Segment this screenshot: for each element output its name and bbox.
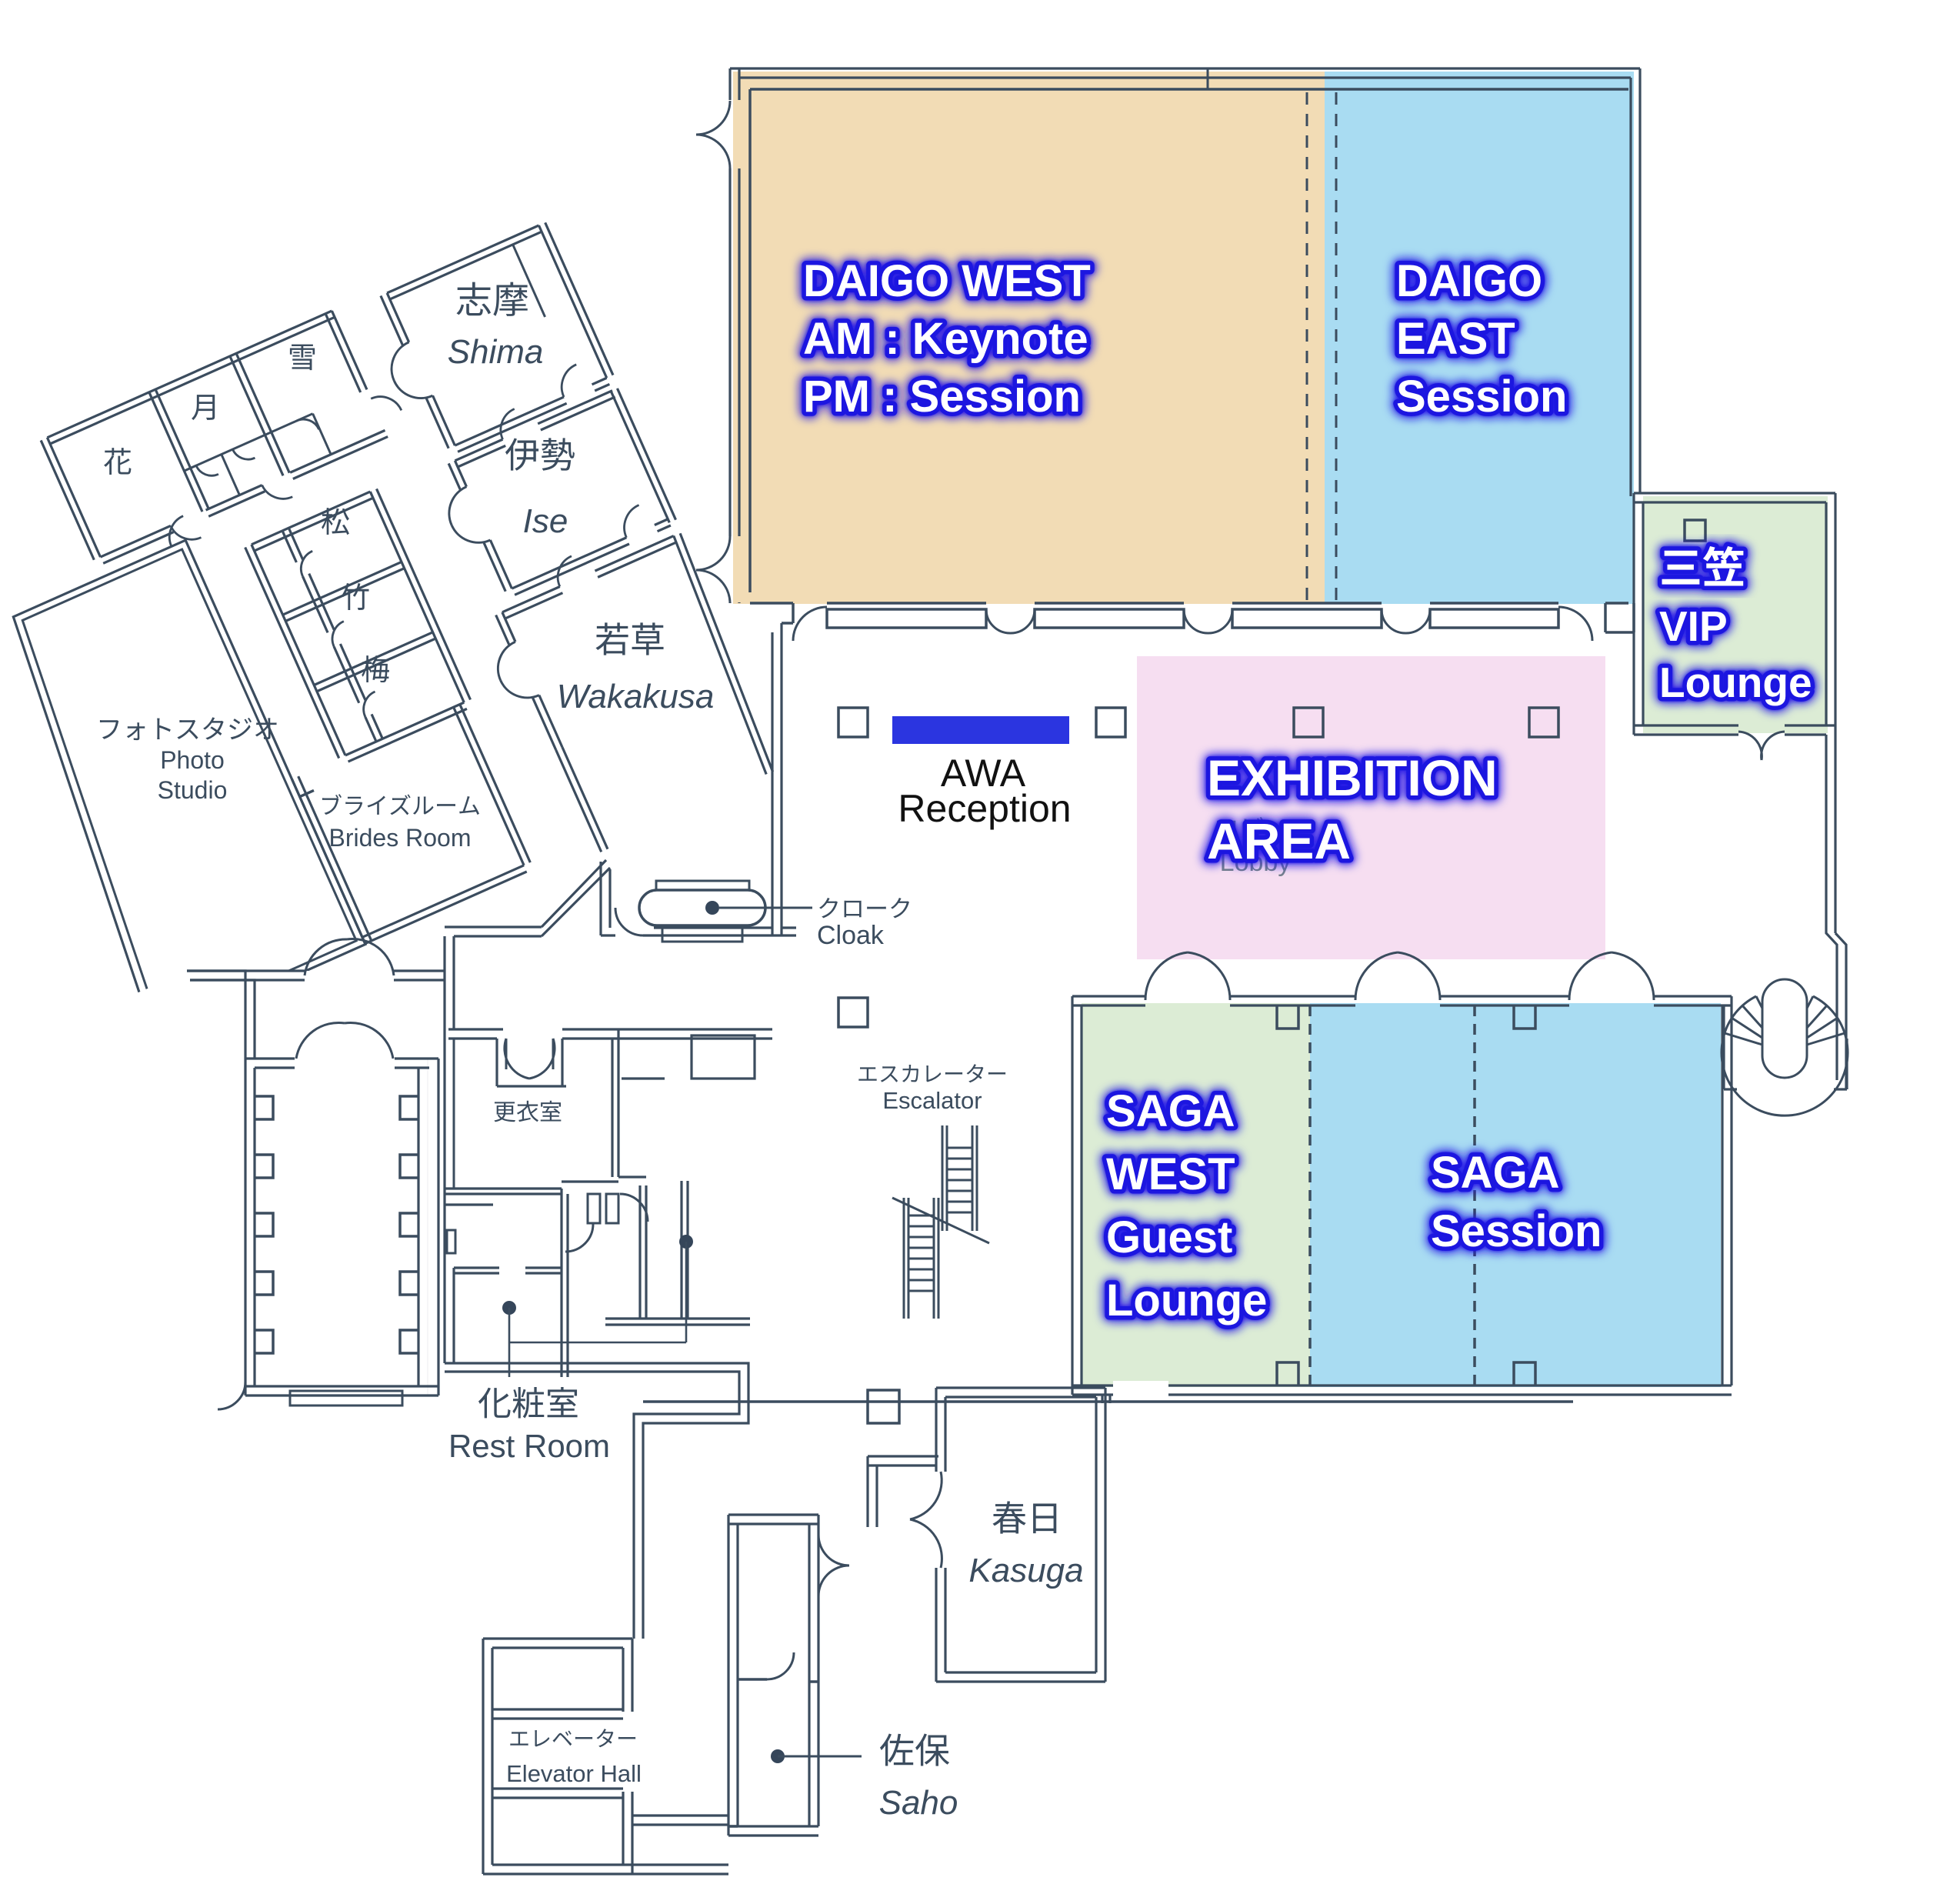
svg-text:Wakakusa: Wakakusa (557, 678, 715, 715)
svg-text:Elevator Hall: Elevator Hall (506, 1760, 642, 1787)
svg-text:VIP: VIP (1659, 602, 1728, 650)
svg-text:Photo: Photo (160, 746, 225, 774)
svg-text:WEST: WEST (1106, 1149, 1235, 1199)
svg-text:Lounge: Lounge (1106, 1275, 1267, 1325)
svg-text:Rest Room: Rest Room (448, 1428, 610, 1464)
svg-text:Cloak: Cloak (817, 921, 885, 950)
svg-text:EAST: EAST (1396, 314, 1515, 364)
svg-text:Escalator: Escalator (882, 1087, 982, 1114)
svg-text:SAGA: SAGA (1106, 1086, 1235, 1136)
svg-text:Shima: Shima (448, 333, 544, 371)
svg-text:Session: Session (1396, 372, 1567, 422)
svg-text:DAIGO WEST: DAIGO WEST (803, 256, 1091, 306)
svg-text:Saho: Saho (879, 1784, 958, 1822)
svg-text:Kasuga: Kasuga (968, 1552, 1083, 1589)
svg-text:Lounge: Lounge (1659, 659, 1812, 706)
svg-text:AM : Keynote: AM : Keynote (803, 314, 1088, 364)
svg-text:Lobby: Lobby (1220, 848, 1292, 877)
svg-text:DAIGO: DAIGO (1396, 256, 1542, 306)
svg-text:Reception: Reception (898, 787, 1071, 830)
svg-text:Session: Session (1431, 1206, 1602, 1256)
svg-text:PM : Session: PM : Session (803, 372, 1081, 422)
svg-text:AWA: AWA (941, 752, 1026, 795)
svg-text:Studio: Studio (158, 776, 228, 804)
svg-text:Brides Room: Brides Room (329, 824, 472, 852)
svg-text:Guest: Guest (1106, 1212, 1232, 1262)
svg-text:SAGA: SAGA (1431, 1148, 1560, 1198)
svg-text:Ise: Ise (523, 502, 568, 540)
svg-text:AREA: AREA (1207, 812, 1351, 869)
svg-text:EXHIBITION: EXHIBITION (1207, 749, 1498, 806)
